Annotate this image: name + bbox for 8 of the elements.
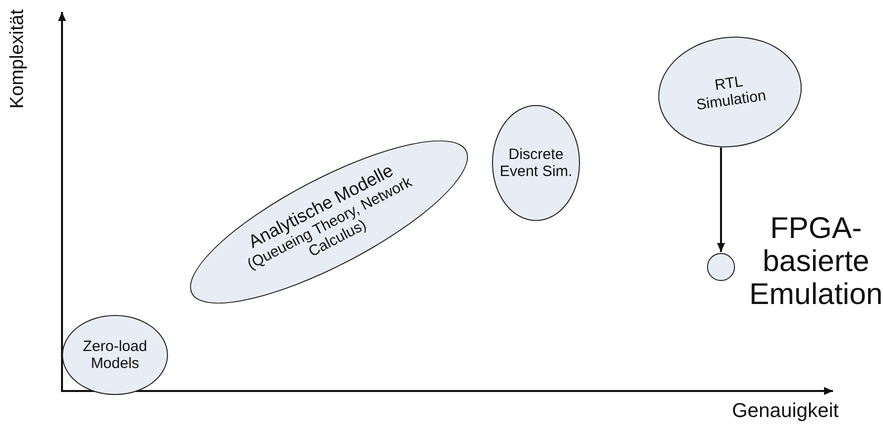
circle-node (707, 253, 735, 281)
node-label: Zero-load Models (82, 338, 148, 372)
node-label: Discrete Event Sim. (498, 146, 574, 180)
node-caption: FPGA- basierte Emulation (748, 212, 883, 311)
node-label: RTL Simulation (694, 72, 768, 116)
axis-title: Genauigkeit (732, 400, 839, 423)
axis-title: Komplexität (7, 8, 29, 111)
arrow (717, 148, 725, 252)
